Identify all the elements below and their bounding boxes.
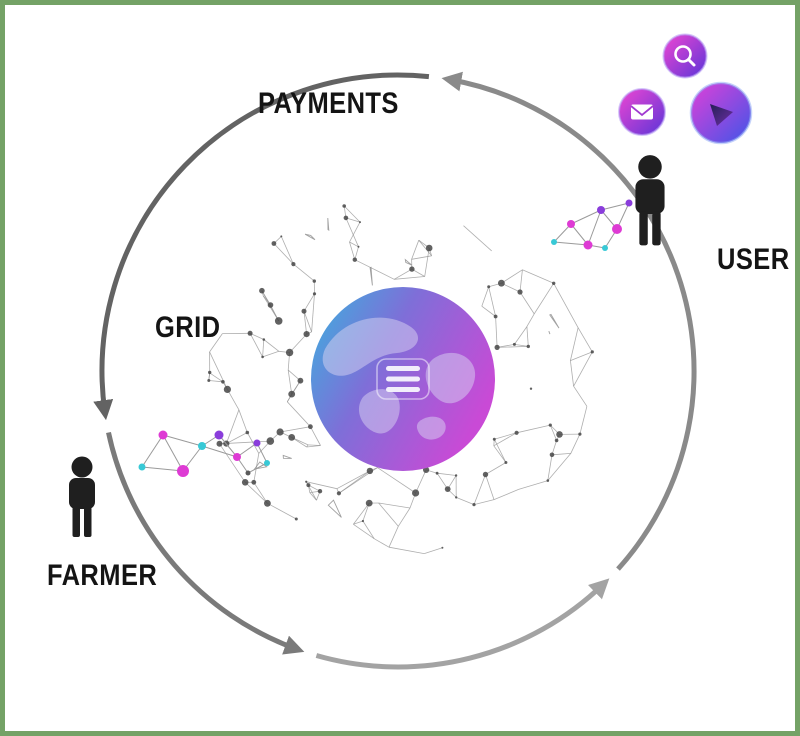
label-farmer: FARMER <box>47 559 158 592</box>
play-icon <box>710 104 733 126</box>
orbit-arc-bottom-right <box>315 578 610 670</box>
farmer-person-icon <box>69 456 95 537</box>
capacity-cluster-right <box>551 199 633 251</box>
mail-icon <box>630 104 654 120</box>
threefold-logo <box>376 358 430 400</box>
orbit-arc-top-left <box>93 72 430 421</box>
play-badge <box>689 81 753 145</box>
label-user: USER <box>717 243 790 276</box>
capacity-cluster-left <box>138 430 270 477</box>
flow-orbit <box>93 71 697 670</box>
user-person-icon <box>635 155 665 246</box>
diagram-canvas <box>69 33 753 670</box>
label-payments: PAYMENTS <box>258 87 399 120</box>
diagram-stage: PAYMENTS USER GRID FARMER <box>5 5 795 731</box>
app-badges <box>618 33 753 145</box>
search-icon <box>674 45 696 67</box>
globe <box>311 287 495 471</box>
label-grid: GRID <box>155 311 221 344</box>
globe-continents <box>322 317 476 440</box>
orbit-arc-bottom-left <box>106 431 305 655</box>
search-badge <box>662 33 708 79</box>
mail-badge <box>618 88 666 136</box>
orbit-arc-right <box>441 71 697 571</box>
network-mesh-sphere <box>207 204 594 554</box>
